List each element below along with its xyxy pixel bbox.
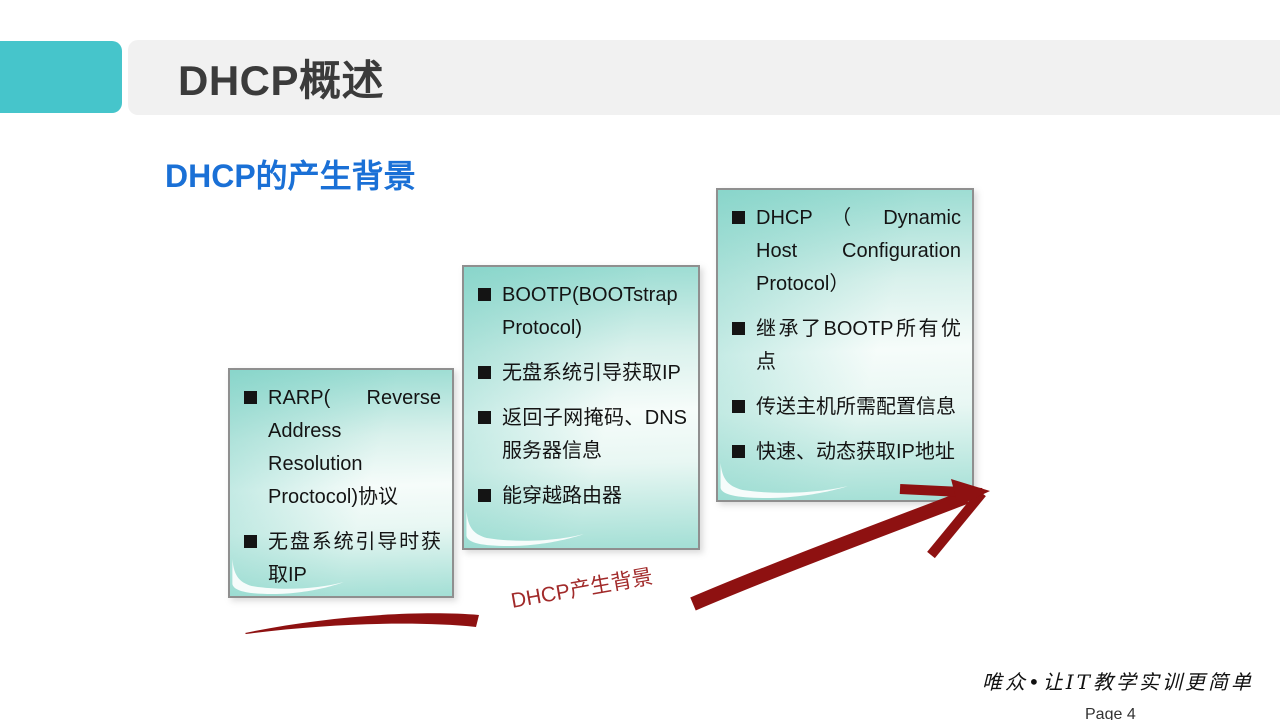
bullet-text: RARP( Reverse Address Resolution Proctoc… [268,387,441,508]
bullet-text: 无盘系统引导获取IP [502,362,681,384]
bullet-item: RARP( Reverse Address Resolution Proctoc… [243,382,441,514]
bullet-square-icon [478,489,491,502]
bullet-item: 返回子网掩码、DNS服务器信息 [477,402,687,468]
bullet-text: BOOTP(BOOTstrap Protocol) [502,284,678,339]
bullet-square-icon [244,535,257,548]
arrow-label: DHCP产生背景 [509,565,655,613]
bullet-text: DHCP （ Dynamic Host Configuration Protoc… [756,207,961,295]
bullet-square-icon [732,400,745,413]
bullet-item: 继承了BOOTP所有优点 [731,313,961,379]
bullet-item: 能穿越路由器 [477,480,687,513]
bullet-text: 返回子网掩码、DNS服务器信息 [502,407,687,462]
bullet-text: 无盘系统引导时获取IP [268,531,441,586]
bullet-item: DHCP （ Dynamic Host Configuration Protoc… [731,202,961,301]
bullet-item: 无盘系统引导时获取IP [243,526,441,592]
bullet-item: BOOTP(BOOTstrap Protocol) [477,279,687,345]
slide-title: DHCP概述 [178,57,385,104]
bullet-text: 传送主机所需配置信息 [756,396,956,418]
note-card-rarp: RARP( Reverse Address Resolution Proctoc… [228,368,454,598]
section-subtitle: DHCP的产生背景 [165,158,416,194]
page-curl-icon [466,511,584,546]
note-card-dhcp: DHCP （ Dynamic Host Configuration Protoc… [716,188,974,502]
bullet-item: 无盘系统引导获取IP [477,357,687,390]
bullet-text: 能穿越路由器 [502,485,622,507]
bullet-square-icon [478,288,491,301]
bullet-text: 快速、动态获取IP地址 [756,441,955,463]
bullet-square-icon [732,211,745,224]
note-card-bootp: BOOTP(BOOTstrap Protocol) 无盘系统引导获取IP 返回子… [462,265,700,550]
bullet-item: 传送主机所需配置信息 [731,391,961,424]
bullet-item: 快速、动态获取IP地址 [731,436,961,469]
bullet-square-icon [732,322,745,335]
bullet-square-icon [244,391,257,404]
bullet-square-icon [478,411,491,424]
bullet-text: 继承了BOOTP所有优点 [756,318,961,373]
page-number: Page 4 [1085,706,1136,720]
teal-accent-block [0,41,122,113]
footer-tagline: 唯众•让IT教学实训更简单 [981,670,1254,694]
bullet-square-icon [478,366,491,379]
bullet-square-icon [732,445,745,458]
header-bar: DHCP概述 [128,40,1280,115]
